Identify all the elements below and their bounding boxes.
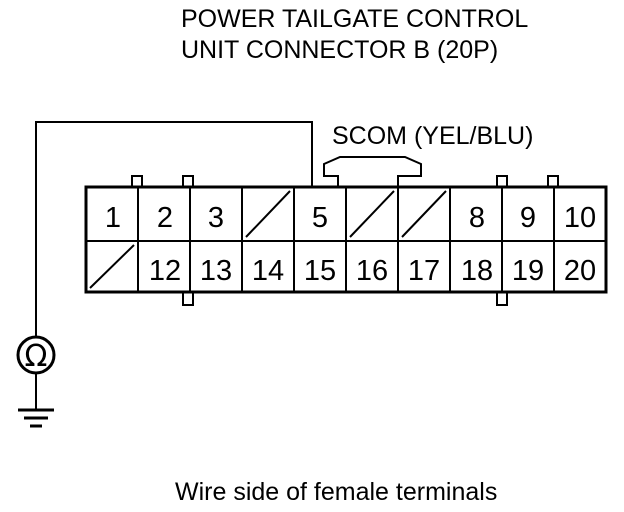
pin-19: 19	[512, 255, 544, 287]
pin-14: 14	[252, 255, 284, 287]
ohmmeter-icon: Ω	[16, 335, 56, 375]
caption: Wire side of female terminals	[175, 478, 497, 506]
empty-cavity-11	[89, 244, 135, 289]
pin-3: 3	[208, 202, 224, 234]
pin-1: 1	[105, 202, 121, 234]
title-line-2: UNIT CONNECTOR B (20P)	[181, 36, 498, 64]
lock-tab	[182, 291, 194, 306]
pin-20: 20	[564, 255, 596, 287]
lock-tab	[496, 291, 508, 306]
pin-10: 10	[564, 202, 596, 234]
pin-13: 13	[200, 255, 232, 287]
pin-12: 12	[149, 255, 181, 287]
ground-symbol-icon	[18, 408, 54, 428]
lock-tab	[547, 175, 559, 188]
connector-latch	[323, 156, 422, 187]
scom-label: SCOM (YEL/BLU)	[332, 122, 533, 150]
lock-tab	[182, 175, 194, 188]
empty-cavity-7	[401, 190, 447, 238]
pin-9: 9	[520, 202, 536, 234]
empty-cavity-6	[349, 190, 395, 238]
pin-17: 17	[408, 255, 440, 287]
pin-8: 8	[469, 202, 485, 234]
pin-15: 15	[304, 255, 336, 287]
pin-5: 5	[312, 202, 328, 234]
empty-cavity-4	[245, 190, 291, 238]
probe-wire	[35, 121, 313, 337]
ohm-symbol: Ω	[25, 339, 48, 374]
pin-2: 2	[157, 202, 173, 234]
connector-body: 1 2 3 5 8 9 10 12 13 14 15 16 17 18 19 2…	[84, 156, 608, 306]
title-line-1: POWER TAILGATE CONTROL	[181, 5, 528, 33]
lock-tab	[496, 175, 508, 188]
lock-tab	[131, 175, 143, 188]
pin-16: 16	[356, 255, 388, 287]
pin-18: 18	[461, 255, 493, 287]
